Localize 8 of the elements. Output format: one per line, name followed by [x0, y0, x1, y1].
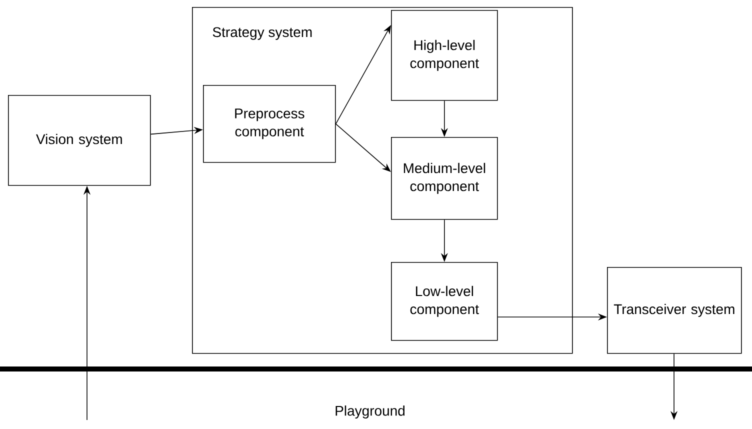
- component-box: High-level component: [391, 10, 498, 101]
- component-box: Low-level component: [391, 262, 498, 341]
- component-box: Vision system: [8, 95, 151, 186]
- component-box: Transceiver system: [607, 267, 742, 354]
- ground-line: Playground: [0, 366, 752, 419]
- arrow: [335, 124, 391, 172]
- component-box: Medium-level component: [391, 137, 498, 220]
- component-box: Preprocess component: [203, 85, 336, 163]
